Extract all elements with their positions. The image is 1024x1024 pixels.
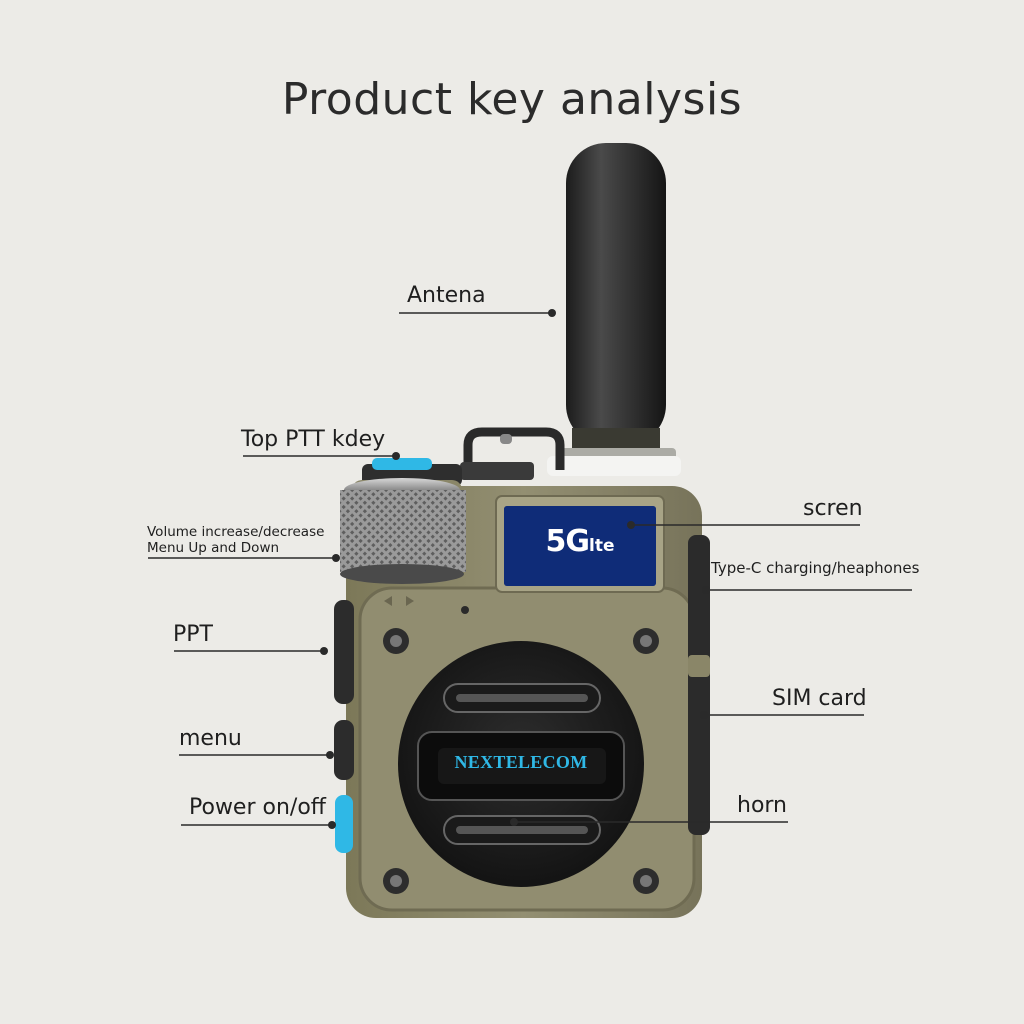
screen-display-text: 5Glte <box>508 524 652 559</box>
callout-lines <box>148 309 912 829</box>
display <box>495 495 665 593</box>
clip-loop <box>460 427 565 480</box>
antenna <box>547 143 681 476</box>
label-volume-line2: Menu Up and Down <box>147 540 280 556</box>
brand-logo: NEXTELECOM <box>454 752 588 772</box>
label-antenna: Antena <box>407 283 486 308</box>
speaker-grille <box>398 641 644 887</box>
label-power: Power on/off <box>189 795 326 820</box>
label-volume-line1: Volume increase/decrease <box>147 524 325 540</box>
label-top-ptt: Top PTT kdey <box>241 427 386 452</box>
volume-knob[interactable] <box>340 478 466 584</box>
label-sim: SIM card <box>772 686 867 711</box>
screen-5g: 5G <box>545 524 590 559</box>
label-ppt: PPT <box>173 622 213 647</box>
screen-lte: lte <box>589 536 615 556</box>
label-menu: menu <box>179 726 242 751</box>
microphone-hole <box>461 606 469 614</box>
screw-icon <box>383 628 659 894</box>
label-screen: scren <box>803 496 863 521</box>
label-typec: Type-C charging/heaphones <box>711 559 920 577</box>
label-horn: horn <box>737 793 788 818</box>
arrow-left-icon <box>384 596 392 606</box>
arrow-right-icon <box>406 596 414 606</box>
page-title: Product key analysis <box>281 74 743 125</box>
